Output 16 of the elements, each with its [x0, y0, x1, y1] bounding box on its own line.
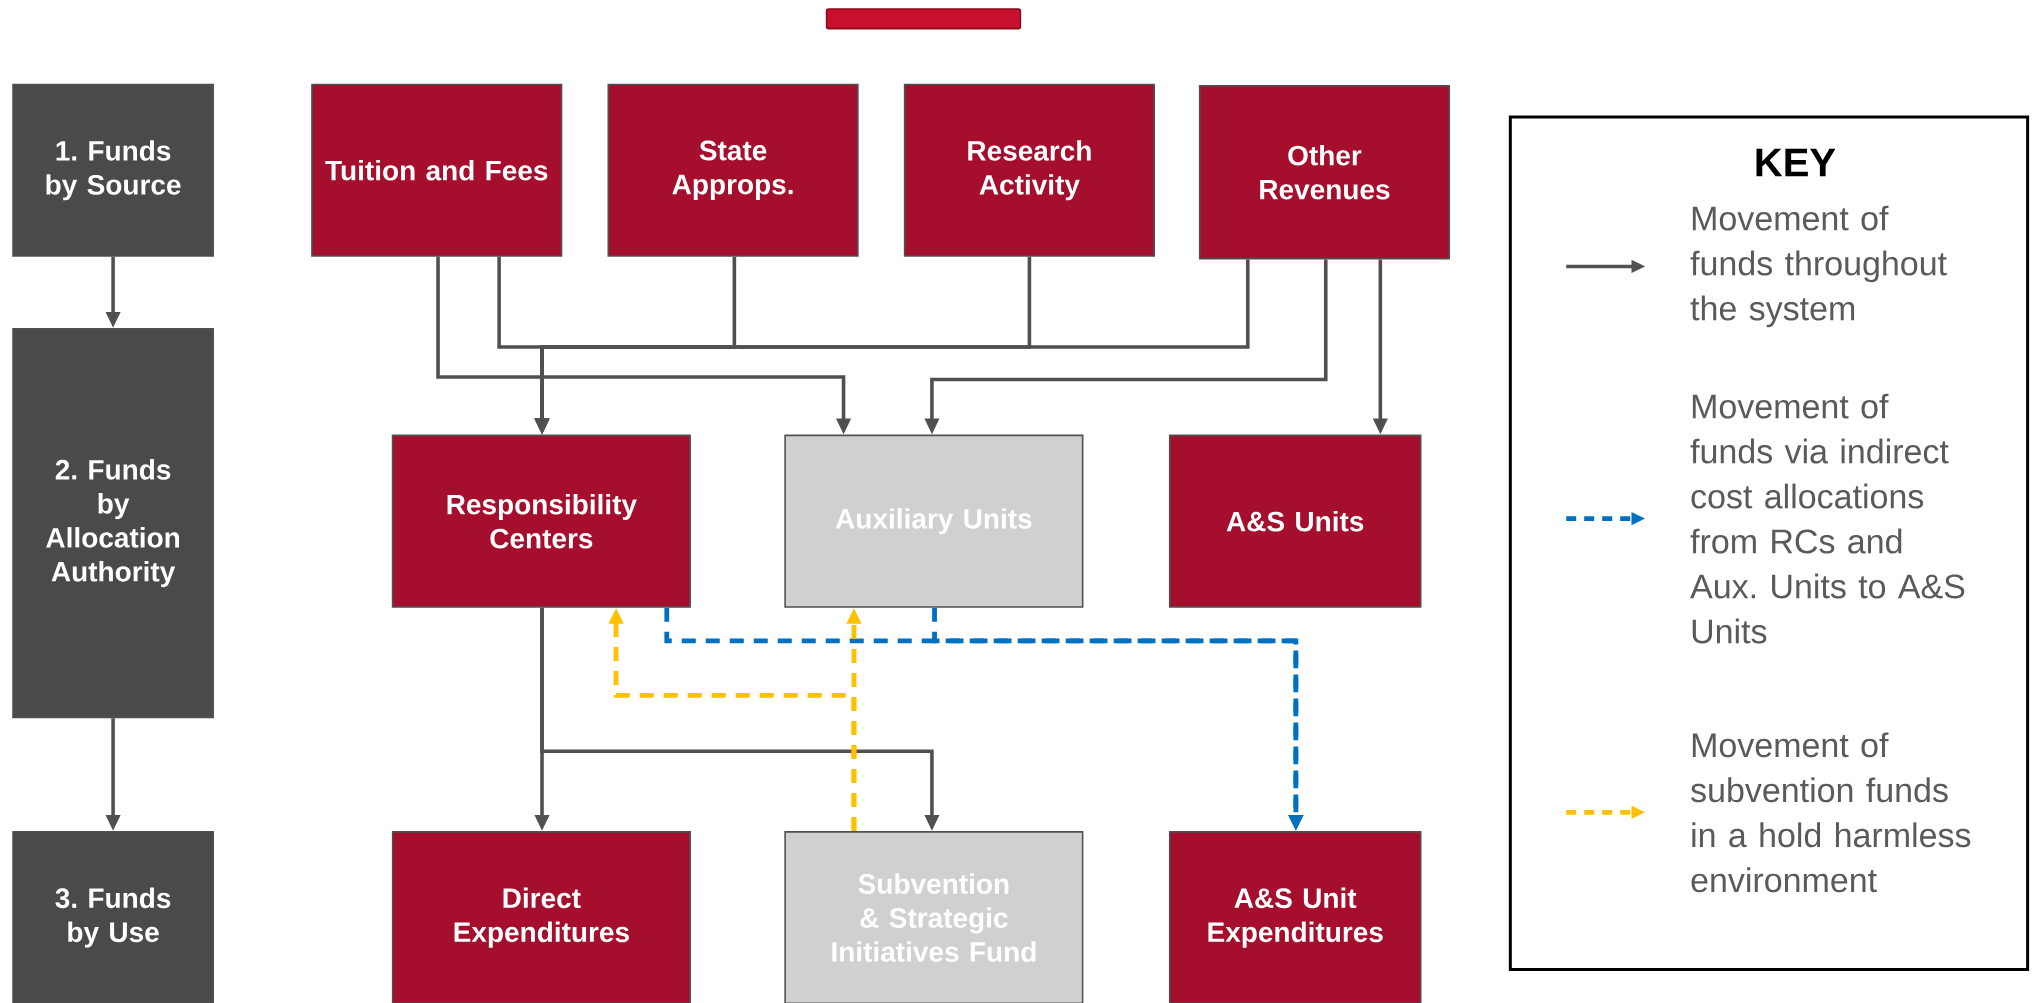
- stage-box: 3. Funds by Use: [12, 830, 214, 1003]
- legend-text: Movement of funds via indirect cost allocations from RCs and Aux. Units to A&S Units: [1690, 393, 1965, 644]
- fund-box: State Approps.: [607, 83, 859, 257]
- fund-box: Direct Expenditures: [391, 830, 691, 1003]
- stage-box: 2. Funds by Allocation Authority: [12, 327, 214, 719]
- fund-box: Research Activity: [903, 83, 1155, 257]
- fund-box: Responsibility Centers: [391, 434, 691, 608]
- fund-box: A&S Units: [1168, 434, 1422, 608]
- stage-box: 1. Funds by Source: [12, 83, 214, 257]
- fund-box: Tuition and Fees: [311, 83, 563, 257]
- legend-text: Movement of subvention funds in a hold harmless environment: [1691, 732, 1971, 893]
- legend-text: Movement of funds throughout the system: [1690, 205, 1947, 328]
- title-bar: [825, 8, 1022, 30]
- fund-box: Other Revenues: [1198, 84, 1451, 260]
- key-heading: KEY: [1756, 148, 1836, 177]
- fund-box: A&S Unit Expenditures: [1168, 830, 1422, 1003]
